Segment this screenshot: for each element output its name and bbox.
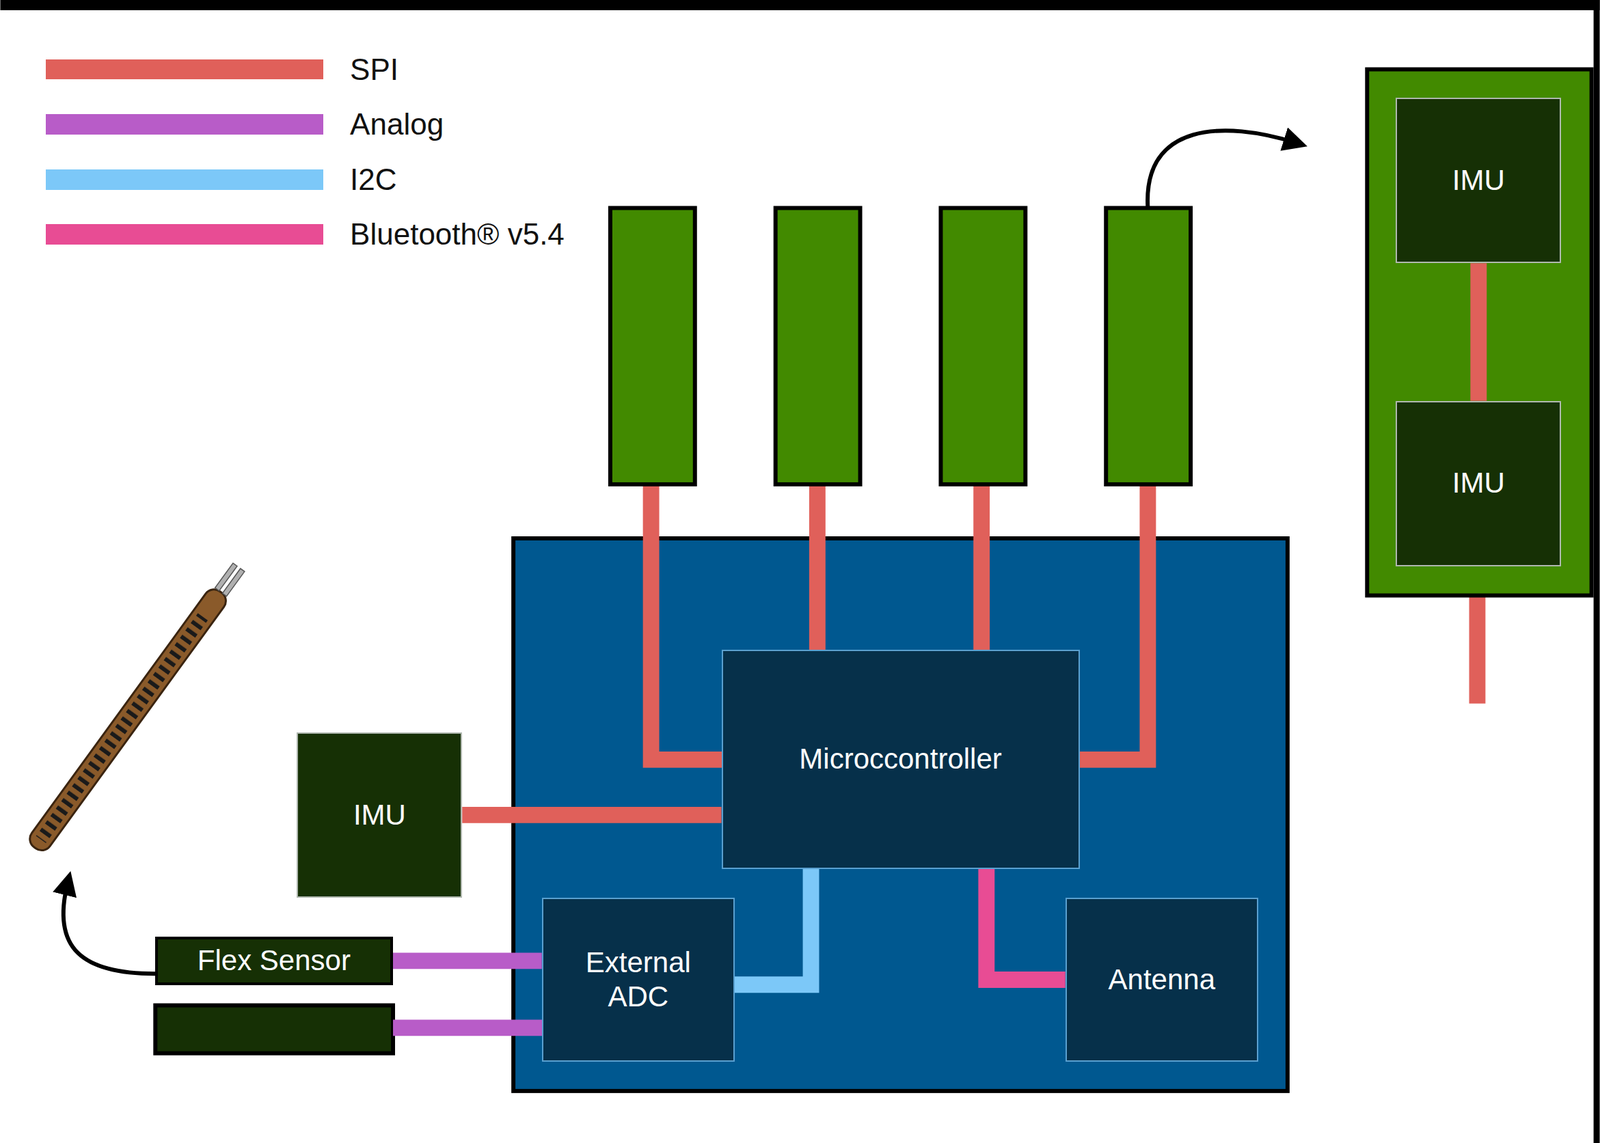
analog-line	[392, 1019, 543, 1037]
legend-swatch	[45, 169, 324, 191]
legend-text: Analog	[349, 109, 444, 140]
imu-chip: IMU	[1395, 97, 1562, 264]
node-label: Antenna	[1108, 963, 1216, 998]
legend-text: I2C	[349, 164, 397, 195]
legend-text: Bluetooth® v5.4	[349, 219, 565, 250]
node-label: IMU	[1452, 163, 1505, 198]
bus-connector	[462, 807, 722, 824]
bus-connector	[986, 869, 1065, 981]
sensor-boards	[610, 207, 1191, 484]
top-frame	[0, 0, 1600, 11]
node-label: External ADC	[555, 945, 722, 1015]
bus-connector	[1470, 263, 1487, 402]
legend-text: SPI	[349, 54, 399, 85]
bus-connector	[734, 869, 812, 985]
bus-connector	[392, 952, 542, 970]
adc-box: External ADC	[541, 898, 735, 1063]
right-frame	[1593, 0, 1600, 1143]
illustration-arrow	[63, 883, 156, 974]
zoom-arrow	[1147, 130, 1296, 208]
legend-swatch	[45, 224, 324, 245]
node-label: IMU	[1452, 466, 1505, 501]
imu-chip: IMU	[1395, 401, 1562, 567]
legend-swatch	[45, 59, 324, 80]
flex-sensor-box	[155, 1006, 393, 1054]
node-label: IMU	[353, 798, 406, 833]
node-label: Flex Sensor	[197, 943, 351, 979]
zoomed-board	[1366, 69, 1592, 596]
imu-chip: IMU	[296, 732, 463, 899]
legend-swatch	[45, 114, 324, 135]
microcontroller-box: Microccontroller	[721, 649, 1080, 870]
flex-sensor-illustration	[25, 561, 249, 856]
node-label: Microccontroller	[798, 742, 1002, 777]
flex-sensor-box: Flex Sensor	[155, 937, 393, 987]
antenna-box: Antenna	[1065, 898, 1259, 1063]
